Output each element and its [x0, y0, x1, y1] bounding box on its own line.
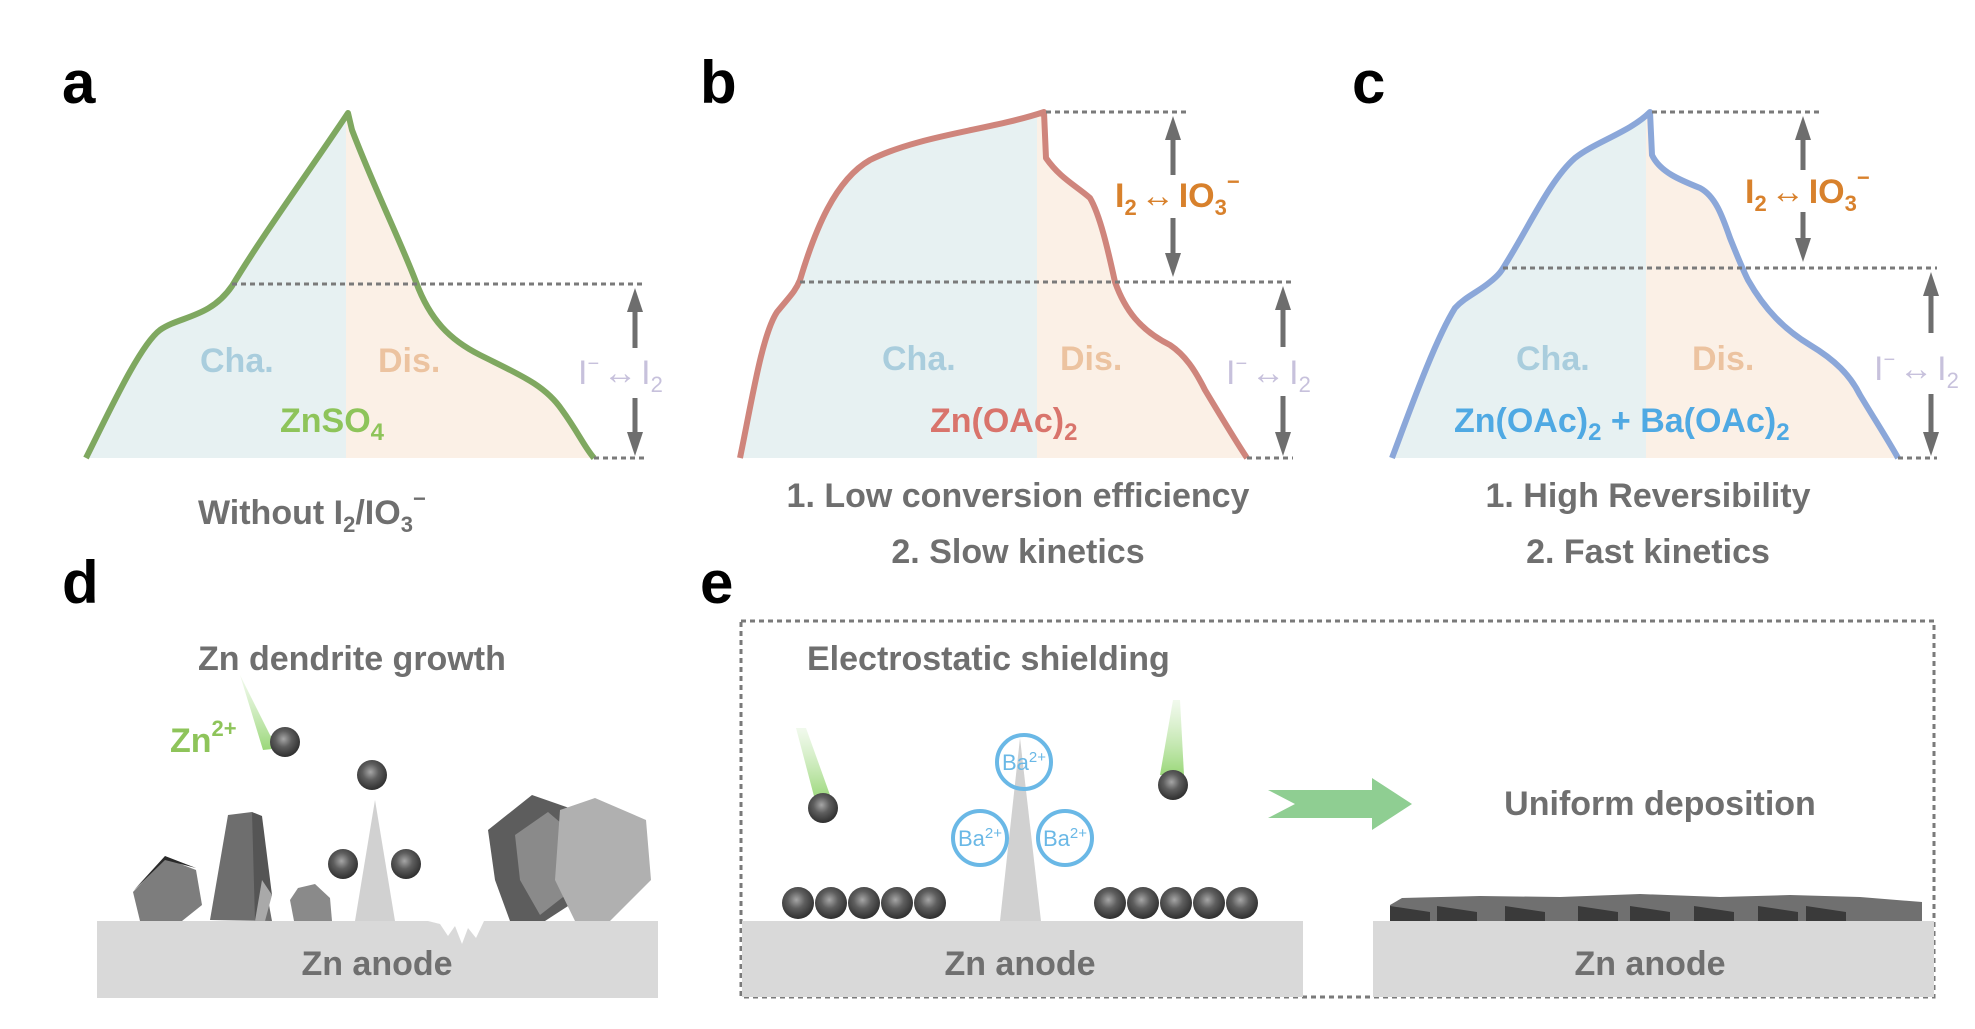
- redox-label-i-i2: I−↔I2: [1226, 353, 1311, 397]
- deposited-zn-ball: [881, 887, 913, 919]
- arrow-i2-io3: [1795, 116, 1811, 262]
- svg-text:Ba2+: Ba2+: [1043, 825, 1087, 851]
- charge-label: Cha.: [200, 342, 274, 380]
- dendrite-crystal: [555, 798, 651, 921]
- anode-label-left: Zn anode: [944, 945, 1095, 983]
- panel-label-e: e: [700, 549, 733, 616]
- ba-ion: Ba2+: [951, 809, 1009, 867]
- deposited-zn-row-left: [782, 887, 946, 919]
- arrow-i-i2: [1923, 272, 1939, 456]
- redox-label-i-i2: I−↔I2: [578, 353, 663, 397]
- caption-line-1: 1. High Reversibility: [1486, 477, 1811, 515]
- panel-d: d Zn dendrite growth Zn2+ Zn anode: [62, 549, 658, 998]
- electrolyte-label-zn-oac2: Zn(OAc)2: [930, 402, 1077, 446]
- dendrite-crystal: [133, 858, 202, 921]
- electrostatic-shielding-title: Electrostatic shielding: [807, 640, 1170, 678]
- caption-line-1: 1. Low conversion efficiency: [787, 477, 1250, 515]
- ba-ion: Ba2+: [995, 733, 1053, 791]
- deposit-facet: [1578, 906, 1618, 921]
- svg-text:Ba2+: Ba2+: [1002, 749, 1046, 775]
- redox-label-i2-io3: I2↔IO3−: [1745, 165, 1870, 216]
- voltage-curve-znso4: [83, 110, 597, 461]
- zn-ion-trail: [240, 675, 282, 750]
- charge-label: Cha.: [882, 340, 956, 378]
- deposited-zn-row-right: [1094, 887, 1258, 919]
- panel-e-dotted-frame: [739, 619, 1936, 999]
- deposit-facet: [1806, 906, 1846, 921]
- deposit-facet: [1390, 906, 1430, 921]
- zn-ion-trail: [1160, 700, 1184, 775]
- zn-ion-ball: [808, 793, 838, 823]
- uniform-deposit-layer: [1390, 894, 1922, 921]
- zn-ion-ball: [1158, 770, 1188, 800]
- deposit-facet: [1437, 906, 1477, 921]
- discharge-region: [1037, 112, 1247, 458]
- dendrite-crystal: [290, 884, 332, 921]
- zn-ion-ball: [357, 760, 387, 790]
- discharge-label: Dis.: [1060, 340, 1122, 378]
- deposit-facet: [1694, 906, 1734, 921]
- panel-label-a: a: [62, 49, 96, 116]
- caption-line-2: 2. Slow kinetics: [891, 533, 1144, 571]
- transition-arrow: [1268, 778, 1412, 830]
- panel-label-b: b: [700, 49, 737, 116]
- panel-label-d: d: [62, 549, 99, 616]
- electrolyte-label-zn-ba-oac2: Zn(OAc)2 + Ba(OAc)2: [1454, 402, 1790, 446]
- caption-without-i2-io3: Without I2/IO3−: [198, 486, 426, 537]
- zn-ion-label: Zn2+: [170, 716, 237, 760]
- deposit-facet: [1758, 906, 1798, 921]
- zn-anode-left: [742, 921, 1303, 997]
- deposited-zn-ball: [1127, 887, 1159, 919]
- zn-ion-ball: [391, 849, 421, 879]
- zn-ion-ball: [270, 727, 300, 757]
- voltage-curve-zn-oac2: [737, 109, 1250, 460]
- deposited-zn-ball: [782, 887, 814, 919]
- svg-text:Ba2+: Ba2+: [958, 825, 1002, 851]
- discharge-region: [346, 113, 594, 458]
- deposit-facet: [1630, 906, 1670, 921]
- zn-anode-right: [1373, 921, 1934, 997]
- anode-label-right: Zn anode: [1574, 945, 1725, 983]
- panel-e: e Electrostatic shielding Ba2+ Ba2+ Ba2+…: [700, 549, 1936, 999]
- deposited-zn-ball: [1160, 887, 1192, 919]
- dendrite-spike: [355, 800, 395, 921]
- deposited-zn-ball: [848, 887, 880, 919]
- panel-b: b I2↔IO3− I−↔I2 Cha. Dis. Zn(OAc)2 1. Lo…: [700, 49, 1311, 571]
- deposited-zn-ball: [914, 887, 946, 919]
- discharge-label: Dis.: [1692, 340, 1754, 378]
- arrow-i2-io3: [1165, 116, 1181, 277]
- voltage-curve-zn-ba-oac2: [1389, 109, 1901, 460]
- deposit-facet: [1505, 906, 1545, 921]
- discharge-label: Dis.: [378, 342, 440, 380]
- zn-ion-ball: [328, 849, 358, 879]
- panel-c: c I2↔IO3− I−↔I2 Cha. Dis. Zn(OAc)2 + Ba(…: [1352, 49, 1959, 571]
- caption-line-2: 2. Fast kinetics: [1526, 533, 1770, 571]
- panel-label-c: c: [1352, 49, 1385, 116]
- deposited-zn-ball: [1094, 887, 1126, 919]
- charge-label: Cha.: [1516, 340, 1590, 378]
- arrow-i-i2: [1275, 286, 1291, 456]
- dendrite-crystal: [255, 880, 272, 921]
- zn-anode: [97, 921, 658, 998]
- electrolyte-label-znso4: ZnSO4: [280, 402, 385, 446]
- panel-d-title: Zn dendrite growth: [198, 640, 506, 678]
- panel-a: a I−↔I2 Cha. Dis. ZnSO4 Without I2/IO3−: [62, 49, 663, 537]
- deposited-zn-ball: [1226, 887, 1258, 919]
- deposited-zn-ball: [1193, 887, 1225, 919]
- redox-label-i-i2: I−↔I2: [1874, 349, 1959, 393]
- ba-ion: Ba2+: [1036, 809, 1094, 867]
- zn-ion-trail: [796, 728, 830, 800]
- arrow-i-i2: [627, 288, 643, 456]
- dendrite-spike: [1000, 738, 1041, 921]
- uniform-deposition-title: Uniform deposition: [1504, 785, 1816, 823]
- anode-label: Zn anode: [301, 945, 452, 983]
- deposited-zn-ball: [815, 887, 847, 919]
- crack-burst: [428, 921, 484, 944]
- redox-label-i2-io3: I2↔IO3−: [1115, 169, 1240, 220]
